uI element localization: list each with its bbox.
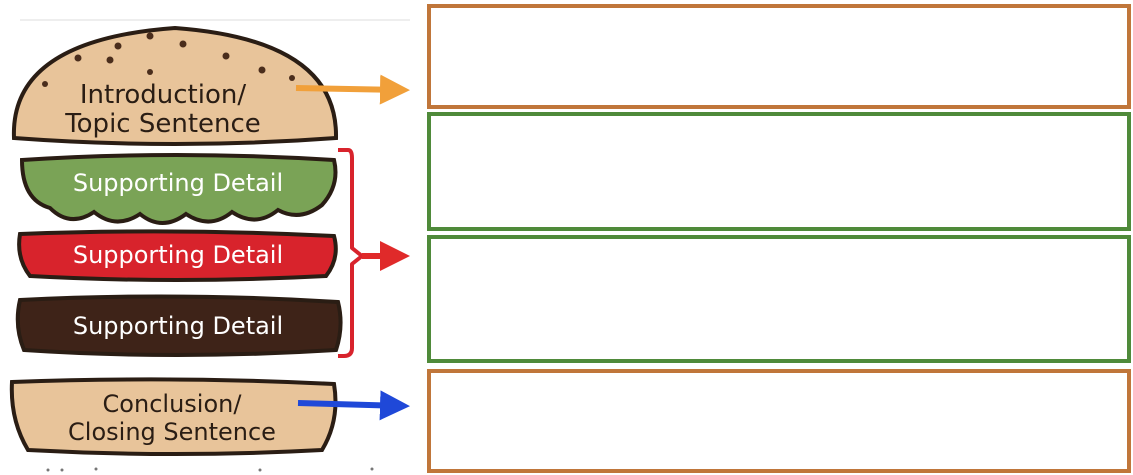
conclusion-writing-box[interactable] [427, 369, 1131, 473]
intro-writing-box[interactable] [427, 4, 1131, 109]
arrow-conclusion [297, 390, 410, 421]
bottom-bun: Conclusion/ Closing Sentence [9, 377, 338, 456]
tomato-label: Supporting Detail [73, 241, 283, 269]
patty-shape [15, 294, 343, 357]
patty-label: Supporting Detail [73, 312, 283, 340]
tomato-layer: Supporting Detail [17, 229, 338, 282]
bottom-marks [46, 467, 374, 472]
bottom-bun-shape [9, 377, 338, 456]
lettuce-layer: Supporting Detail [19, 153, 338, 225]
bottom-bun-label-line2: Closing Sentence [68, 418, 276, 446]
arrow-intro [295, 74, 410, 105]
bottom-bun-label-line1: Conclusion/ [103, 390, 243, 418]
support-writing-box-1[interactable] [427, 112, 1131, 231]
sesame-seeds [42, 32, 295, 87]
top-bun-label-line1: Introduction/ [80, 80, 246, 110]
top-bun: Introduction/ Topic Sentence [11, 25, 339, 146]
lettuce-label: Supporting Detail [73, 169, 283, 197]
top-bun-label-line2: Topic Sentence [64, 109, 261, 139]
support-writing-box-2[interactable] [427, 235, 1131, 363]
tomato-shape [17, 229, 338, 282]
top-bun-shape [11, 25, 339, 146]
lettuce-shape [19, 153, 338, 225]
patty-layer: Supporting Detail [15, 294, 343, 357]
